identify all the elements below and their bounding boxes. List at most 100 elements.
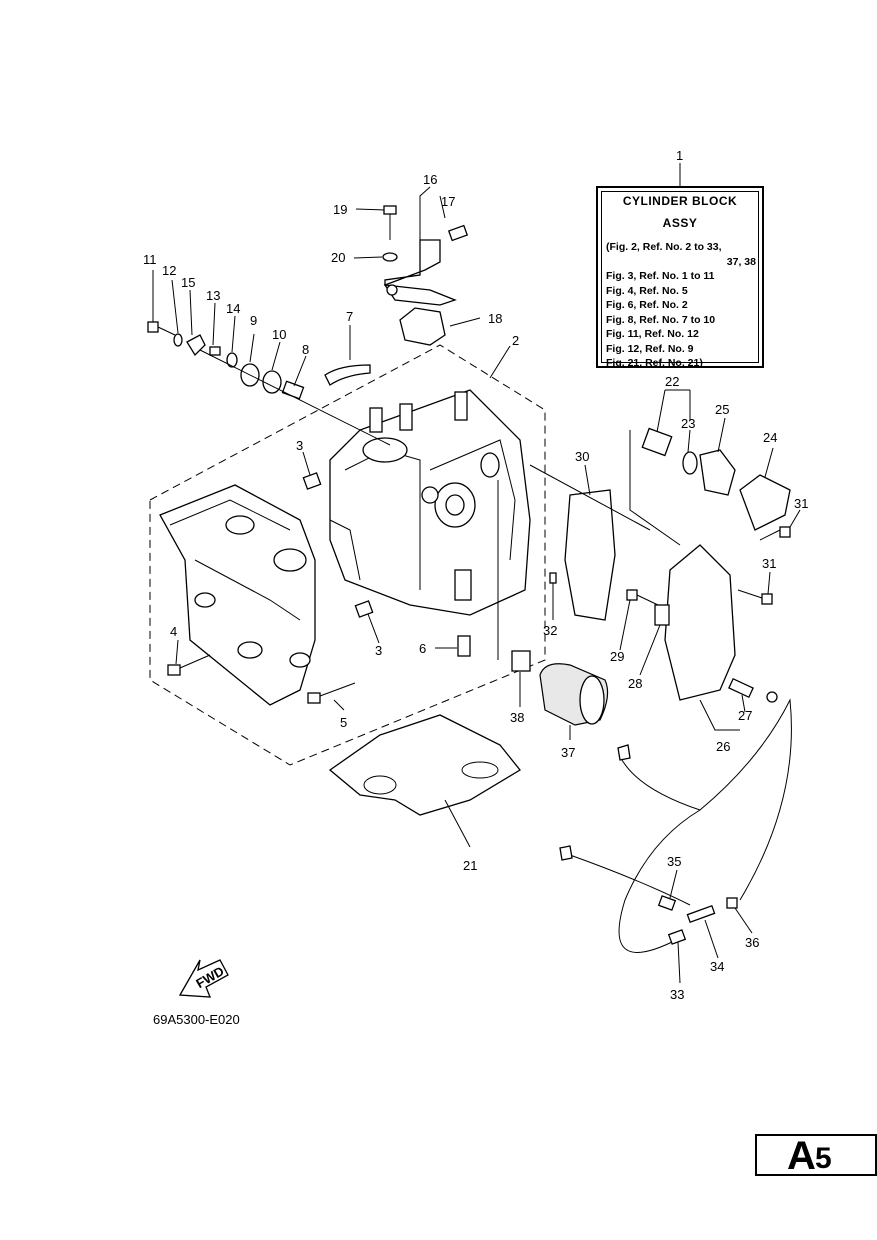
pin-part-17: [447, 224, 469, 242]
callout-21: 21: [463, 858, 477, 873]
leader-lines: [152, 163, 801, 984]
assembly-info-box: CYLINDER BLOCK ASSY (Fig. 2, Ref. No. 2 …: [596, 186, 764, 371]
pin-part-32: [549, 572, 557, 584]
page-id-box: A 5: [755, 1134, 877, 1176]
callout-28: 28: [628, 676, 642, 691]
leader-axis: [199, 349, 391, 446]
callout-17: 17: [441, 194, 455, 209]
callout-33: 33: [670, 987, 684, 1002]
callout-4: 4: [170, 624, 177, 639]
assembly-ref-line: Fig. 12, Ref. No. 9: [606, 342, 694, 355]
callout-20: 20: [331, 250, 345, 265]
callout-5: 5: [340, 715, 347, 730]
callout-6: 6: [419, 641, 426, 656]
callout-34: 34: [710, 959, 724, 974]
assembly-subtitle: ASSY: [662, 216, 698, 230]
plate-part-28: [654, 604, 670, 626]
gasket-hole: [363, 775, 397, 795]
callout-11: 11: [143, 252, 157, 267]
callout-2: 2: [512, 333, 519, 348]
callout-16: 16: [423, 172, 437, 187]
gasket-part-18: [399, 307, 446, 346]
callout-10: 10: [272, 327, 286, 342]
assembly-ref-line: Fig. 11, Ref. No. 12: [606, 328, 699, 340]
callout-22: 22: [665, 374, 679, 389]
seal-part-23: [682, 451, 698, 475]
hose-part-35: [657, 895, 677, 911]
callout-19: 19: [333, 202, 347, 217]
assembly-ref-line: 37, 38: [726, 255, 756, 268]
callout-37: 37: [561, 745, 575, 760]
callout-13: 13: [206, 288, 220, 303]
cover-part-26: [664, 544, 736, 701]
callout-8: 8: [302, 342, 309, 357]
hose-end: [559, 845, 573, 861]
callout-26: 26: [716, 739, 730, 754]
callout-30: 30: [575, 449, 589, 464]
callout-18: 18: [488, 311, 502, 326]
assembly-ref-line: Fig. 21, Ref. No. 21): [606, 357, 703, 369]
bolt-part-31a: [759, 526, 791, 541]
assembly-ref-line: Fig. 3, Ref. No. 1 to 11: [606, 270, 715, 282]
dowel-part-3a: [302, 472, 322, 490]
callout-12: 12: [162, 263, 176, 278]
cover-part-24: [739, 474, 791, 531]
hose-part-33: [667, 929, 687, 945]
bolt-part-29: [626, 589, 659, 606]
assembly-title: CYLINDER BLOCK: [622, 194, 738, 208]
page-id-number: 5: [815, 1142, 832, 1175]
assembly-dashed-outline: [149, 344, 546, 766]
assembly-ref-line: Fig. 8, Ref. No. 7 to 10: [606, 313, 716, 326]
callout-25: 25: [715, 402, 729, 417]
washer-part-14: [226, 352, 238, 368]
figure-code: 69A5300-E020: [153, 1012, 240, 1027]
callout-3b: 3: [375, 643, 382, 658]
pin-part-6: [457, 635, 471, 657]
gasket-hole: [461, 761, 499, 779]
callout-38: 38: [510, 710, 524, 725]
bolt-part-19: [383, 205, 397, 240]
callout-36: 36: [745, 935, 759, 950]
bolt-part-5: [307, 682, 356, 704]
callout-32: 32: [543, 623, 557, 638]
fitting-part-38: [511, 650, 531, 672]
bolt-part-4: [167, 654, 211, 676]
dowel-part-3b: [354, 600, 374, 618]
screw-part-13: [209, 346, 221, 356]
callout-27: 27: [738, 708, 752, 723]
hose-part-7: [324, 364, 371, 386]
fitting-part-27: [728, 677, 778, 703]
connector-part-34: [686, 904, 716, 924]
callout-3a: 3: [296, 438, 303, 453]
clip-part-36: [726, 897, 738, 909]
assembly-info-inner-border: [601, 191, 759, 363]
crankcase: [159, 484, 316, 706]
bolt-part-31b: [737, 589, 773, 605]
gasket-part-25: [699, 449, 736, 496]
hose-line-path: [618, 809, 701, 953]
callout-14: 14: [226, 301, 240, 316]
cover-part-16: [383, 239, 457, 306]
callout-15: 15: [181, 275, 195, 290]
assembly-ref-line: (Fig. 2, Ref. No. 2 to 33,: [606, 241, 722, 253]
callout-31a: 31: [794, 496, 808, 511]
assembly-ref-list: (Fig. 2, Ref. No. 2 to 33, 37, 38 Fig. 3…: [606, 240, 756, 371]
fwd-arrow-icon: FWD: [178, 959, 229, 998]
callout-24: 24: [763, 430, 777, 445]
hose-line-path: [621, 698, 792, 901]
washer-part-20: [382, 252, 398, 262]
assembly-ref-line: Fig. 6, Ref. No. 2: [606, 299, 688, 311]
bolt-part-11: [147, 321, 176, 336]
page-id-letter: A: [787, 1134, 816, 1178]
callout-35: 35: [667, 854, 681, 869]
assembly-ref-line: Fig. 4, Ref. No. 5: [606, 284, 688, 297]
callout-7: 7: [346, 309, 353, 324]
callout-23: 23: [681, 416, 695, 431]
oil-filter-part-37: [539, 663, 609, 726]
hose-end: [617, 744, 631, 761]
bracket-part-15: [186, 334, 206, 357]
callout-labels: 1 2 3 3 4 5 6 7 8 9 10 11 12 13 14 15 16…: [143, 148, 808, 1002]
gasket-part-30: [564, 489, 616, 621]
cylinder-block: [329, 389, 531, 616]
